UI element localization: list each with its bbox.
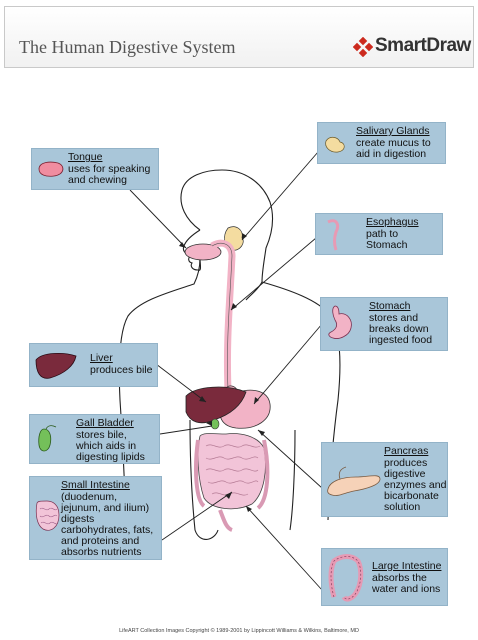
label-stomach-desc: breaks down	[369, 323, 429, 335]
label-small-int-desc: carbohydrates, fats,	[61, 524, 154, 536]
pointer-arrowheads	[179, 233, 265, 512]
label-tongue: Tongue uses for speaking and chewing	[31, 148, 159, 190]
pointer-tongue	[129, 189, 187, 249]
label-small-int-desc: jejunum, and ilium)	[61, 502, 150, 514]
face-profile	[182, 229, 202, 271]
label-tongue-name: Tongue	[68, 151, 103, 163]
large-intestine	[194, 439, 270, 532]
gall-bladder-icon	[38, 425, 57, 452]
pointer-small-int	[161, 491, 233, 541]
mouth-tongue	[184, 243, 222, 261]
salivary-glands-icon	[325, 137, 345, 153]
pointer-pancreas	[257, 429, 323, 489]
pointer-salivary	[241, 151, 319, 241]
copyright-footer: LifeART Collection Images Copyright © 19…	[119, 628, 359, 634]
label-esophagus-name: Esophagus	[366, 216, 419, 228]
label-tongue-desc: and chewing	[68, 174, 127, 186]
label-small-int-desc: (duodenum,	[61, 491, 118, 503]
label-gall-name: Gall Bladder	[76, 417, 134, 429]
label-salivary-name: Salivary Glands	[356, 125, 430, 137]
label-pancreas-desc: digestive	[384, 468, 426, 480]
title-bar: The Human Digestive System SmartDraw	[4, 6, 474, 68]
label-large-int-name: Large Intestine	[372, 560, 442, 572]
label-small-int-desc: and proteins and	[61, 535, 140, 547]
label-gall-desc: digesting lipids	[76, 451, 145, 463]
label-salivary-desc: aid in digestion	[356, 148, 427, 160]
label-large-intestine: Large Intestine absorbs the water and io…	[321, 548, 448, 606]
label-gall-desc: stores bile,	[76, 429, 127, 441]
large-intestine-icon	[328, 554, 364, 602]
label-pancreas-desc: solution	[384, 501, 421, 513]
label-esophagus-desc: Stomach	[366, 239, 408, 251]
pointer-gall	[159, 425, 213, 435]
pointer-esophagus	[230, 237, 317, 311]
label-liver-desc: produces bile	[90, 364, 153, 376]
label-esophagus: Esophagus path to Stomach	[315, 213, 443, 255]
esophagus-outline	[211, 243, 233, 391]
tongue-icon	[38, 161, 64, 177]
brand-name: SmartDraw	[375, 35, 471, 56]
pointer-stomach	[253, 323, 323, 405]
label-large-int-desc: absorbs the	[372, 572, 427, 584]
label-pancreas: Pancreas produces digestive enzymes and …	[321, 442, 448, 517]
small-intestine-icon	[35, 500, 60, 531]
pointer-lines	[129, 151, 323, 591]
pancreas-icon	[327, 466, 381, 496]
pointer-liver	[155, 363, 207, 403]
label-pancreas-desc: bicarbonate	[384, 490, 439, 502]
small-intestine-coils	[205, 444, 261, 496]
label-salivary-glands: Salivary Glands create mucus to aid in d…	[317, 122, 446, 164]
esophagus-icon	[327, 219, 340, 251]
label-small-int-name: Small Intestine	[61, 479, 130, 491]
label-stomach-name: Stomach	[369, 300, 411, 312]
label-pancreas-desc: enzymes and	[384, 479, 447, 491]
label-pancreas-name: Pancreas	[384, 445, 429, 457]
gall-bladder	[210, 418, 220, 430]
body-outline	[118, 169, 341, 540]
label-small-int-desc: digests	[61, 513, 95, 525]
label-stomach-desc: ingested food	[369, 334, 433, 346]
label-pancreas-desc: produces	[384, 457, 428, 469]
label-small-intestine: Small Intestine (duodenum, jejunum, and …	[29, 476, 162, 560]
page-title: The Human Digestive System	[19, 37, 236, 57]
pointer-large-int	[245, 505, 323, 591]
label-stomach: Stomach stores and breaks down ingested …	[320, 297, 448, 351]
label-small-int-desc: absorbs nutrients	[61, 546, 142, 558]
label-gall-desc: which aids in	[76, 440, 137, 452]
label-large-int-desc: water and ions	[372, 583, 441, 595]
label-stomach-desc: stores and	[369, 312, 419, 324]
smartdraw-diamond-icon	[352, 36, 374, 58]
label-gall-bladder: Gall Bladder stores bile, which aids in …	[29, 414, 160, 464]
small-intestine	[197, 433, 266, 510]
smartdraw-logo: SmartDraw	[352, 35, 471, 58]
label-liver: Liver produces bile	[29, 343, 158, 387]
liver	[185, 386, 247, 424]
liver-icon	[35, 352, 77, 379]
label-salivary-desc: create mucus to	[356, 137, 431, 149]
stomach-icon	[328, 305, 352, 339]
label-liver-name: Liver	[90, 352, 113, 364]
label-tongue-desc: uses for speaking	[68, 163, 151, 175]
label-esophagus-desc: path to	[366, 228, 399, 240]
